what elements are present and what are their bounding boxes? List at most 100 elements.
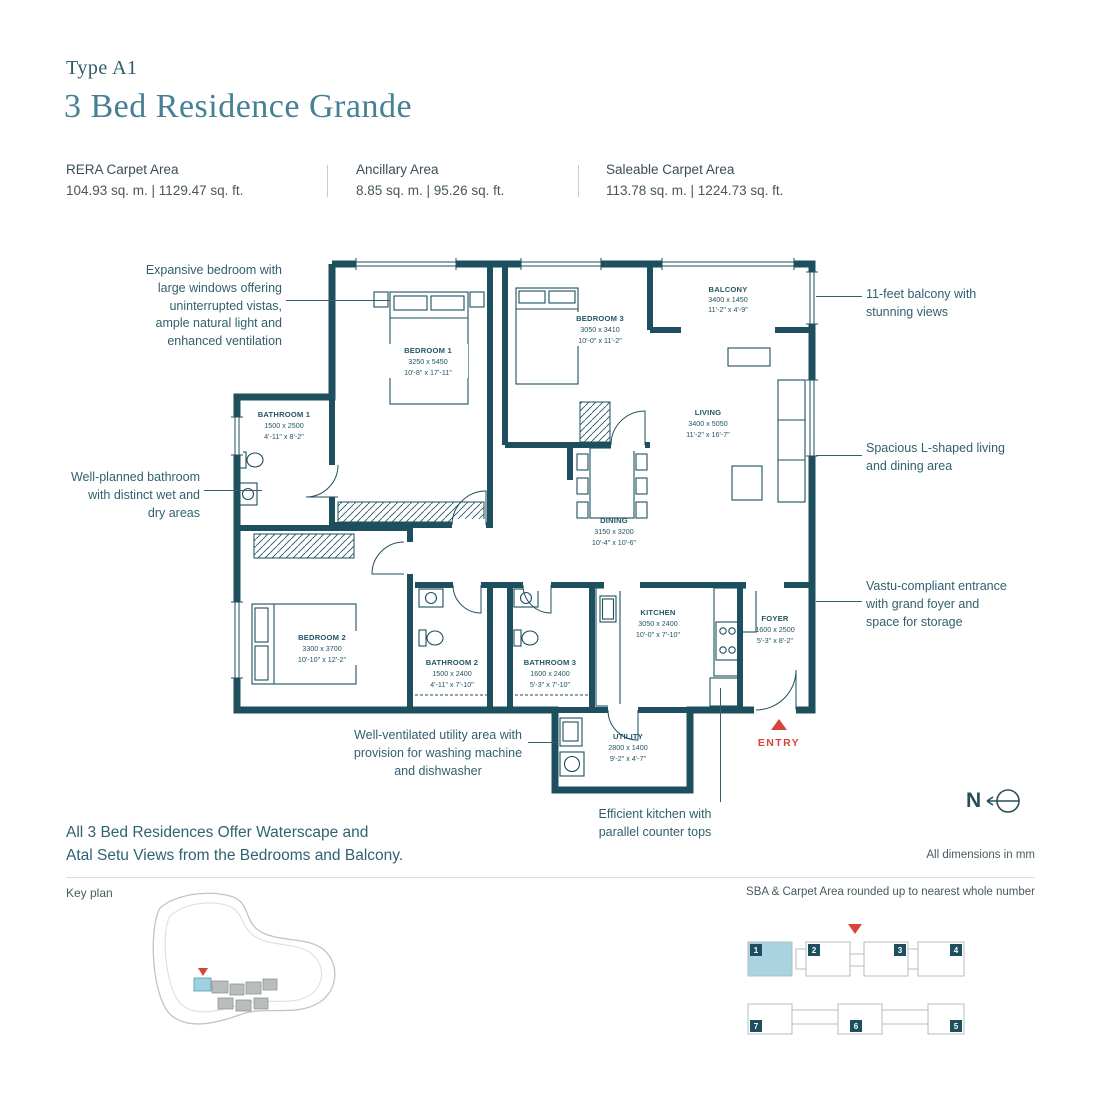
svg-text:2800 x 1400: 2800 x 1400 [608, 743, 648, 752]
svg-text:10'-8" x 17'-11": 10'-8" x 17'-11" [404, 368, 452, 377]
room-label-dining: DINING 3150 x 3200 10'-4" x 10'-6" [592, 516, 637, 547]
site-location-marker [198, 968, 208, 976]
svg-text:3400 x 5050: 3400 x 5050 [688, 419, 728, 428]
tower-key-plan: 1 2 3 4 7 6 5 [747, 924, 965, 1035]
svg-text:6: 6 [854, 1022, 859, 1031]
leader-living [816, 455, 862, 456]
room-label-bathroom1: BATHROOM 1 1500 x 2500 4'-11" x 8'-2" [258, 410, 311, 441]
svg-text:1600 x 2400: 1600 x 2400 [530, 669, 570, 678]
tower-badge-6: 6 [850, 1020, 862, 1032]
svg-text:3300 x 3700: 3300 x 3700 [302, 644, 342, 653]
windows [231, 258, 818, 679]
svg-text:3050 x 2400: 3050 x 2400 [638, 619, 678, 628]
page-title: 3 Bed Residence Grande [64, 88, 413, 125]
svg-text:UTILITY: UTILITY [613, 732, 643, 741]
svg-text:DINING: DINING [600, 516, 628, 525]
north-arrow-icon [986, 789, 1020, 813]
leader-bathroom [204, 490, 262, 491]
svg-text:10'-0" x 7'-10": 10'-0" x 7'-10" [636, 630, 681, 639]
stat-rera-carpet-area: RERA Carpet Area 104.93 sq. m. | 1129.47… [66, 162, 243, 198]
svg-text:3250 x 5450: 3250 x 5450 [408, 357, 448, 366]
room-label-bedroom3: BEDROOM 3 3050 x 3410 10'-0" x 11'-2" [576, 314, 624, 345]
annotation-kitchen: Efficient kitchen with parallel counter … [598, 807, 712, 839]
svg-text:1500 x 2400: 1500 x 2400 [432, 669, 472, 678]
stat-divider [327, 165, 328, 197]
svg-text:7: 7 [754, 1022, 759, 1031]
annotation-living: Spacious L-shaped living and dining area [866, 441, 1005, 473]
svg-text:1600 x 2500: 1600 x 2500 [755, 625, 795, 634]
entry-arrow-icon [771, 719, 787, 730]
svg-text:BALCONY: BALCONY [709, 285, 748, 294]
room-label-bathroom2: BATHROOM 2 1500 x 2400 4'-11" x 7'-10" [426, 658, 478, 689]
rounding-note: SBA & Carpet Area rounded up to nearest … [746, 886, 1035, 898]
annotation-bathroom: Well-planned bathroom with distinct wet … [70, 470, 200, 520]
svg-text:BEDROOM 2: BEDROOM 2 [298, 633, 346, 642]
svg-text:1500 x 2500: 1500 x 2500 [264, 421, 304, 430]
tower-badge-4: 4 [950, 944, 962, 956]
tower-badge-2: 2 [808, 944, 820, 956]
stat-value: 8.85 sq. m. | 95.26 sq. ft. [356, 183, 505, 198]
footer-divider [66, 877, 1035, 878]
tower-badge-7: 7 [750, 1020, 762, 1032]
svg-text:FOYER: FOYER [761, 614, 788, 623]
room-label-foyer: FOYER 1600 x 2500 5'-3" x 8'-2" [755, 614, 795, 645]
tagline-line1: All 3 Bed Residences Offer Waterscape an… [66, 824, 369, 841]
svg-text:BATHROOM 2: BATHROOM 2 [426, 658, 478, 667]
leader-balcony [816, 296, 862, 297]
room-label-living: LIVING 3400 x 5050 11'-2" x 16'-7" [686, 408, 730, 439]
svg-text:KITCHEN: KITCHEN [640, 608, 675, 617]
svg-text:5'-3" x 8'-2": 5'-3" x 8'-2" [757, 636, 794, 645]
svg-text:10'-10" x 12'-2": 10'-10" x 12'-2" [298, 655, 347, 664]
room-label-kitchen: KITCHEN 3050 x 2400 10'-0" x 7'-10" [636, 608, 681, 639]
key-plan-label: Key plan [66, 886, 113, 900]
svg-text:11'-2" x 16'-7": 11'-2" x 16'-7" [686, 430, 730, 439]
stat-label: RERA Carpet Area [66, 162, 179, 177]
annotation-entrance: Vastu-compliant entrance with grand foye… [866, 579, 1007, 629]
svg-text:BEDROOM 1: BEDROOM 1 [404, 346, 452, 355]
leader-entrance [816, 601, 862, 602]
room-label-utility: UTILITY 2800 x 1400 9'-2" x 4'-7" [608, 732, 648, 763]
svg-text:5: 5 [954, 1022, 959, 1031]
annotation-utility: Well-ventilated utility area with provis… [353, 728, 523, 778]
svg-text:2: 2 [812, 946, 817, 955]
stat-value: 104.93 sq. m. | 1129.47 sq. ft. [66, 183, 244, 198]
leader-bedroom [286, 300, 390, 301]
svg-text:BATHROOM 3: BATHROOM 3 [524, 658, 576, 667]
tagline-line2: Atal Setu Views from the Bedrooms and Ba… [66, 847, 404, 865]
wardrobes [253, 401, 611, 559]
svg-text:LIVING: LIVING [695, 408, 722, 417]
stat-divider [578, 165, 579, 197]
room-label-bathroom3: BATHROOM 3 1600 x 2400 5'-3" x 7'-10" [524, 658, 576, 689]
tagline: All 3 Bed Residences Offer Waterscape an… [66, 821, 403, 868]
tower-badge-1: 1 [750, 944, 762, 956]
svg-text:3: 3 [898, 946, 903, 955]
room-label-balcony: BALCONY 3400 x 1450 11'-2" x 4'-9" [708, 285, 748, 314]
svg-text:3050 x 3410: 3050 x 3410 [580, 325, 620, 334]
outer-walls [233, 260, 816, 794]
type-label: Type A1 [66, 57, 138, 79]
svg-text:3400 x 1450: 3400 x 1450 [708, 295, 748, 304]
stat-ancillary-area: Ancillary Area 8.85 sq. m. | 95.26 sq. f… [356, 162, 504, 198]
svg-text:BATHROOM 1: BATHROOM 1 [258, 410, 311, 419]
svg-text:10'-0" x 11'-2": 10'-0" x 11'-2" [578, 336, 622, 345]
tower-location-marker [848, 924, 862, 934]
tower-badge-5: 5 [950, 1020, 962, 1032]
north-label: N [966, 789, 982, 812]
stat-label: Saleable Carpet Area [606, 162, 735, 177]
room-label-bedroom2: BEDROOM 2 3300 x 3700 10'-10" x 12'-2" [298, 633, 347, 664]
furniture [238, 287, 806, 777]
svg-text:10'-4" x 10'-6": 10'-4" x 10'-6" [592, 538, 637, 547]
room-label-bedroom1: BEDROOM 1 3250 x 5450 10'-8" x 17'-11" [404, 346, 452, 377]
leader-utility [528, 742, 557, 743]
floor-plan: BEDROOM 1 3250 x 5450 10'-8" x 17'-11" B… [231, 258, 818, 794]
annotation-balcony: 11-feet balcony with stunning views [866, 287, 977, 319]
svg-text:5'-3" x 7'-10": 5'-3" x 7'-10" [530, 680, 571, 689]
svg-text:3150 x 3200: 3150 x 3200 [594, 527, 634, 536]
entry-label: ENTRY [757, 737, 801, 749]
svg-text:1: 1 [754, 946, 759, 955]
north-indicator: N [966, 786, 1026, 816]
leader-kitchen [720, 688, 721, 802]
site-buildings [211, 978, 278, 1012]
stat-label: Ancillary Area [356, 162, 439, 177]
